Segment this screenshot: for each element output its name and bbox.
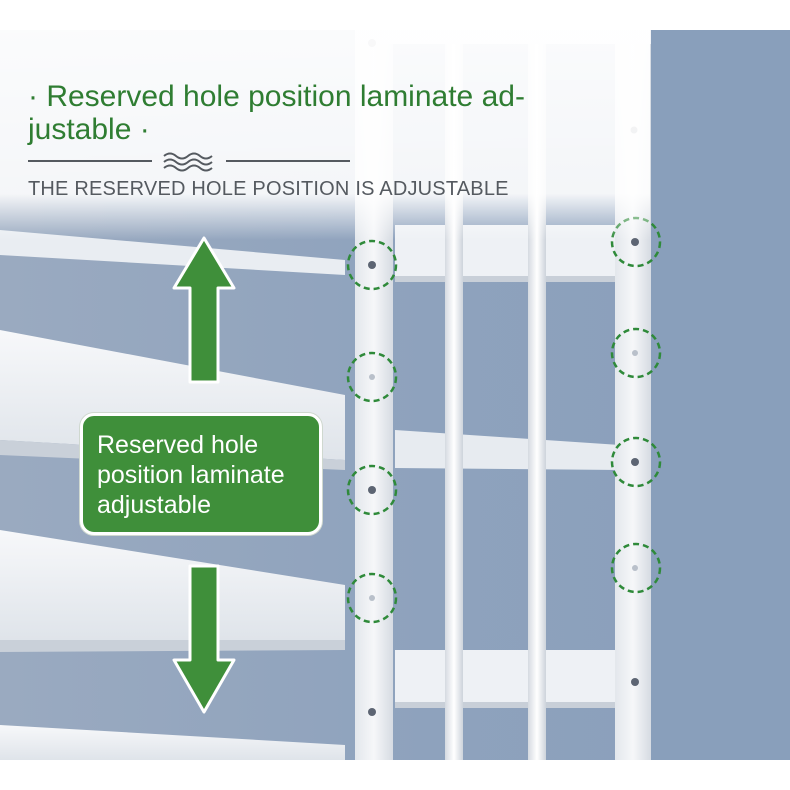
title-line-2: justable ·: [28, 113, 150, 146]
divider-left: [28, 160, 152, 162]
dashed-circle-icon: [346, 239, 398, 291]
callout-line-3: adjustable: [97, 491, 211, 519]
callout-text: Reserved hole position laminate adjustab…: [97, 430, 319, 520]
dashed-circle-icon: [610, 542, 662, 594]
heading-backdrop: [0, 30, 650, 240]
title-line-1: · Reserved hole position laminate ad-: [28, 80, 525, 113]
callout-line-1: Reserved hole: [97, 431, 259, 459]
dashed-circle-icon: [610, 327, 662, 379]
page-title: · Reserved hole position laminate ad- ju…: [28, 80, 588, 146]
left-shelves: [0, 230, 345, 760]
callout-line-2: position laminate: [97, 461, 285, 489]
dashed-circle-icon: [610, 436, 662, 488]
dashed-circle-icon: [346, 464, 398, 516]
wave-icon: [163, 152, 213, 172]
arrow-up-icon: [172, 236, 236, 384]
wall-right: [650, 30, 790, 760]
callout-box: Reserved hole position laminate adjustab…: [80, 413, 322, 535]
dashed-circle-icon: [346, 351, 398, 403]
arrow-down-icon: [172, 564, 236, 714]
divider-right: [226, 160, 350, 162]
subtitle: THE RESERVED HOLE POSITION IS ADJUSTABLE: [28, 178, 509, 200]
dashed-circle-icon: [346, 572, 398, 624]
